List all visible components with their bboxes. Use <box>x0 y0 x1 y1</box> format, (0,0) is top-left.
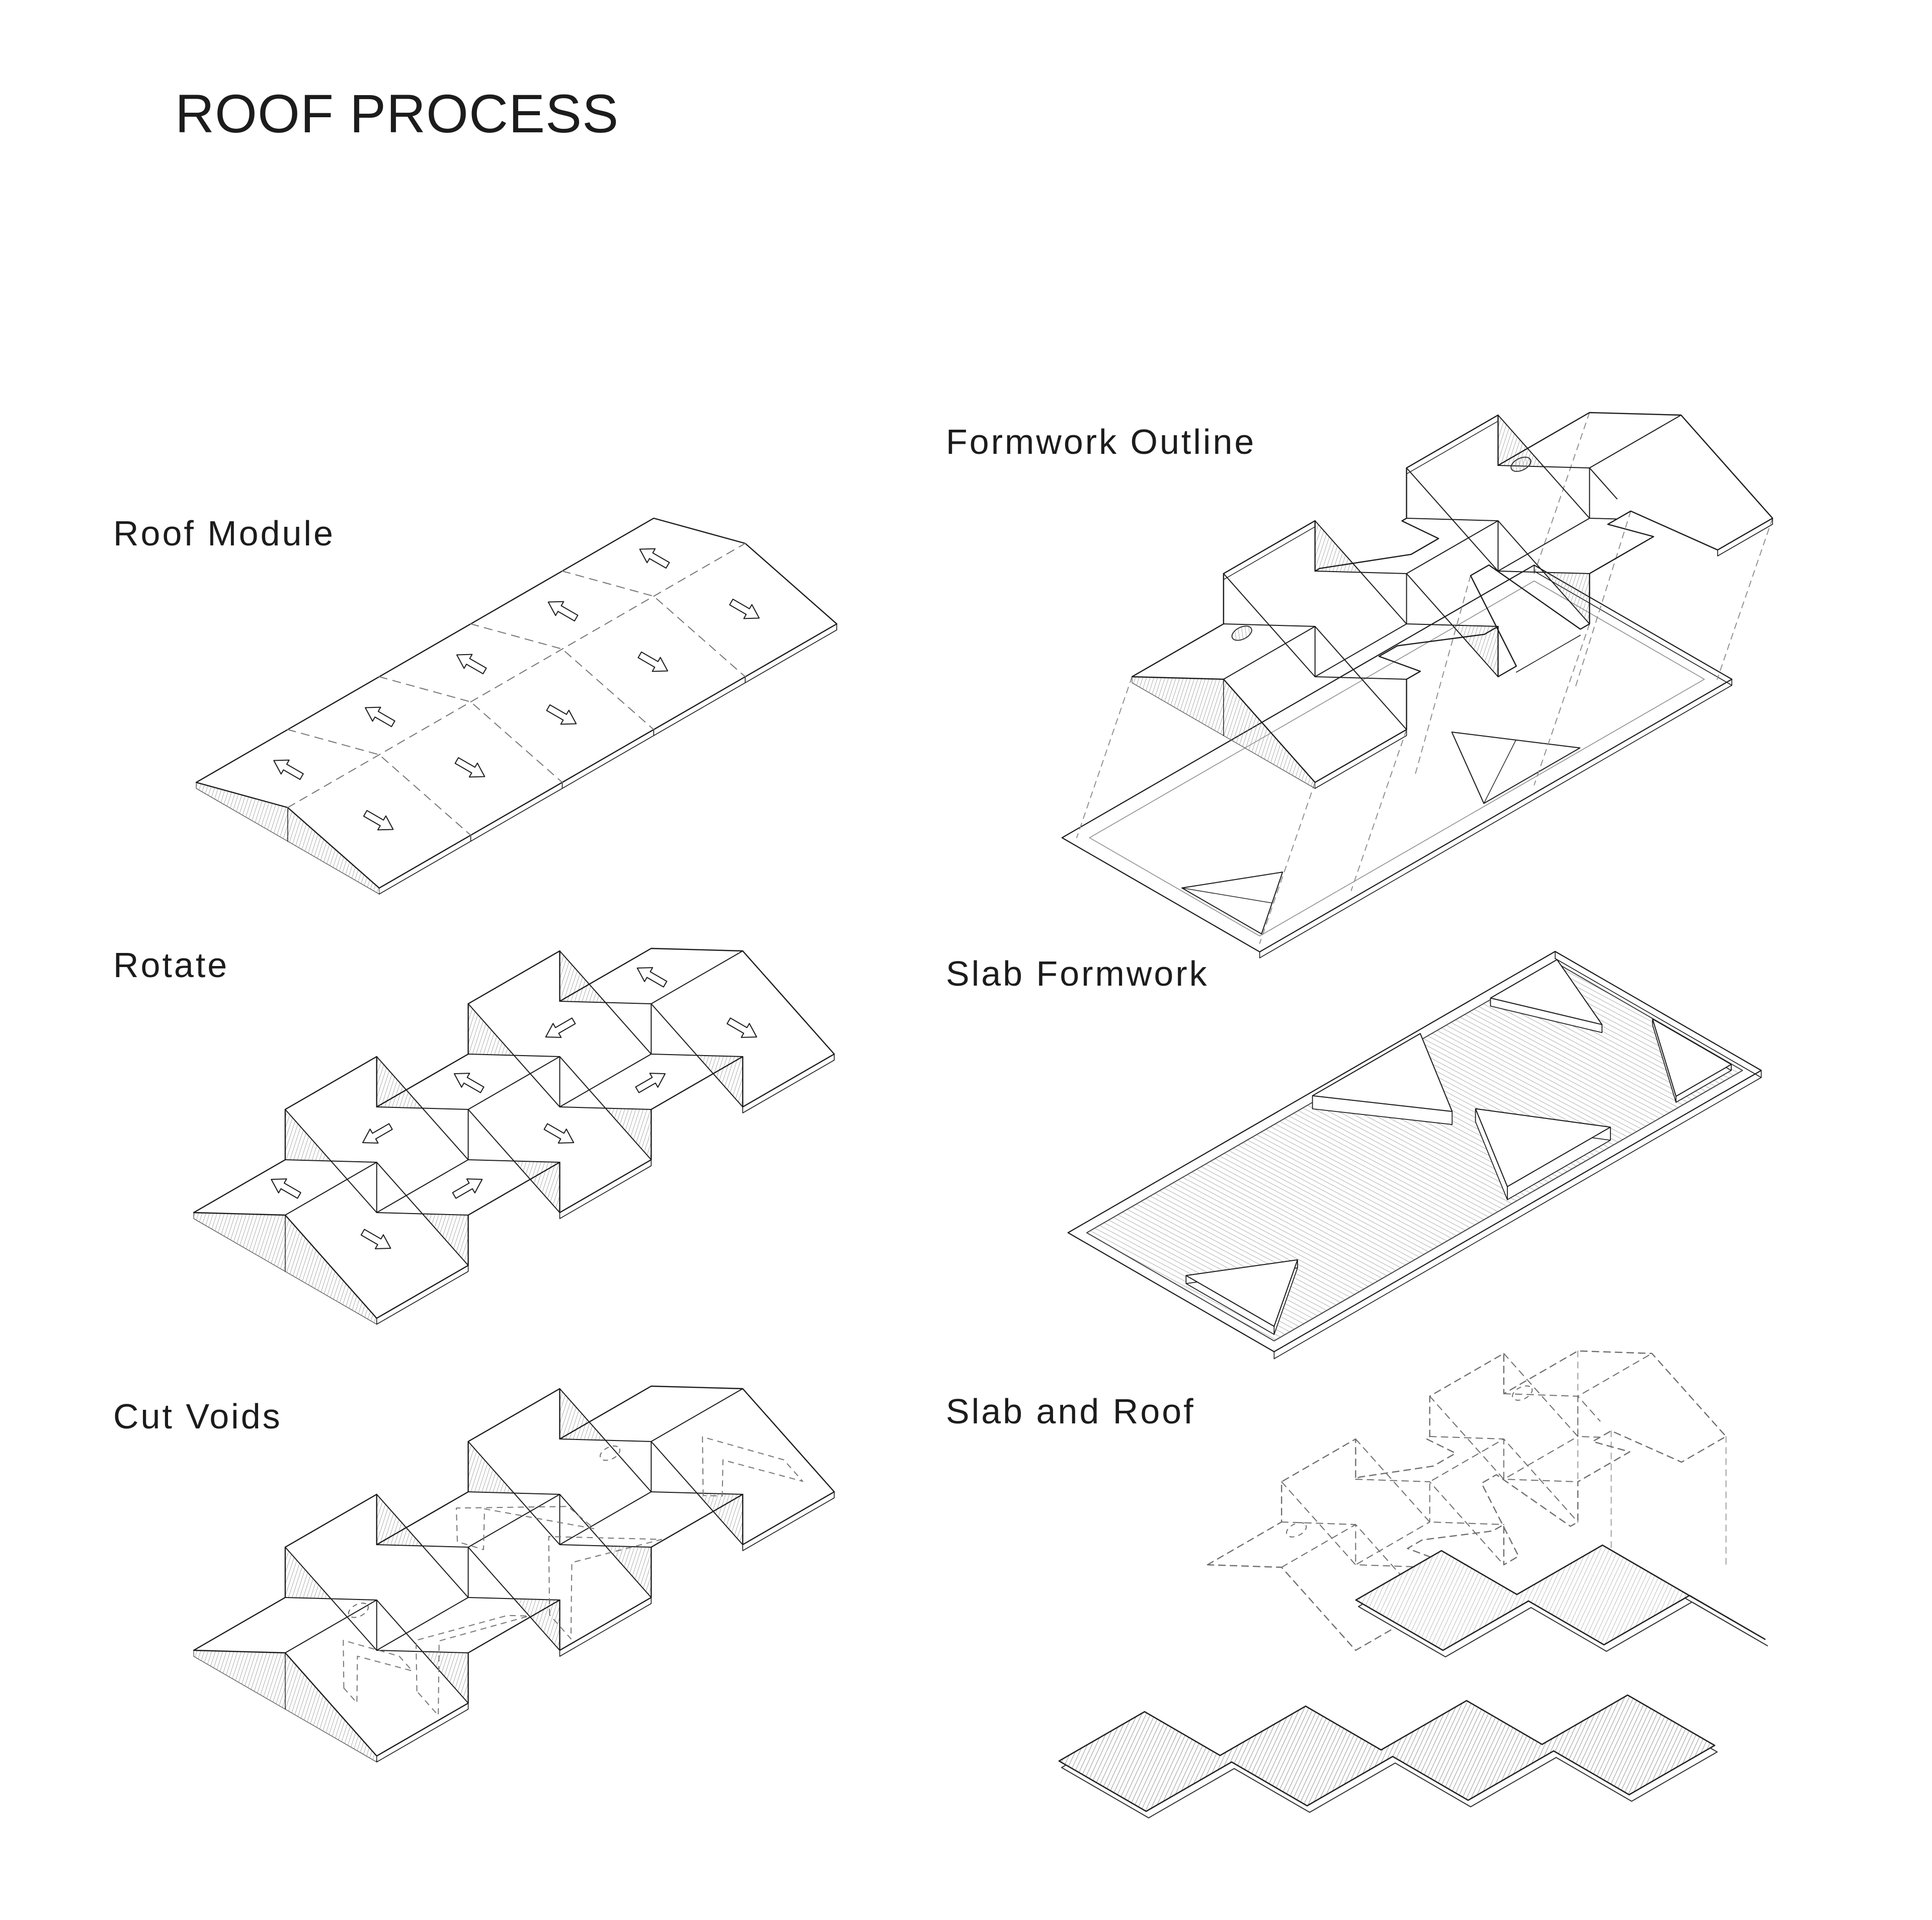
caption-rotate: Rotate <box>113 945 229 985</box>
caption-formwork-outline: Formwork Outline <box>946 422 1256 461</box>
caption-cut-voids: Cut Voids <box>113 1397 282 1436</box>
caption-slab-formwork: Slab Formwork <box>946 954 1209 993</box>
slab-and-roof-drawing <box>1058 1350 1768 1818</box>
formwork-outline-drawing <box>1061 412 1774 958</box>
roof-module-drawing <box>195 517 838 895</box>
caption-slab-and-roof: Slab and Roof <box>946 1392 1195 1431</box>
rotate-drawing <box>193 947 835 1325</box>
cut-voids-drawing <box>193 1385 835 1763</box>
caption-roof-module: Roof Module <box>113 514 335 553</box>
slab-formwork-drawing <box>1067 950 1762 1359</box>
page-title: ROOF PROCESS <box>175 83 619 144</box>
